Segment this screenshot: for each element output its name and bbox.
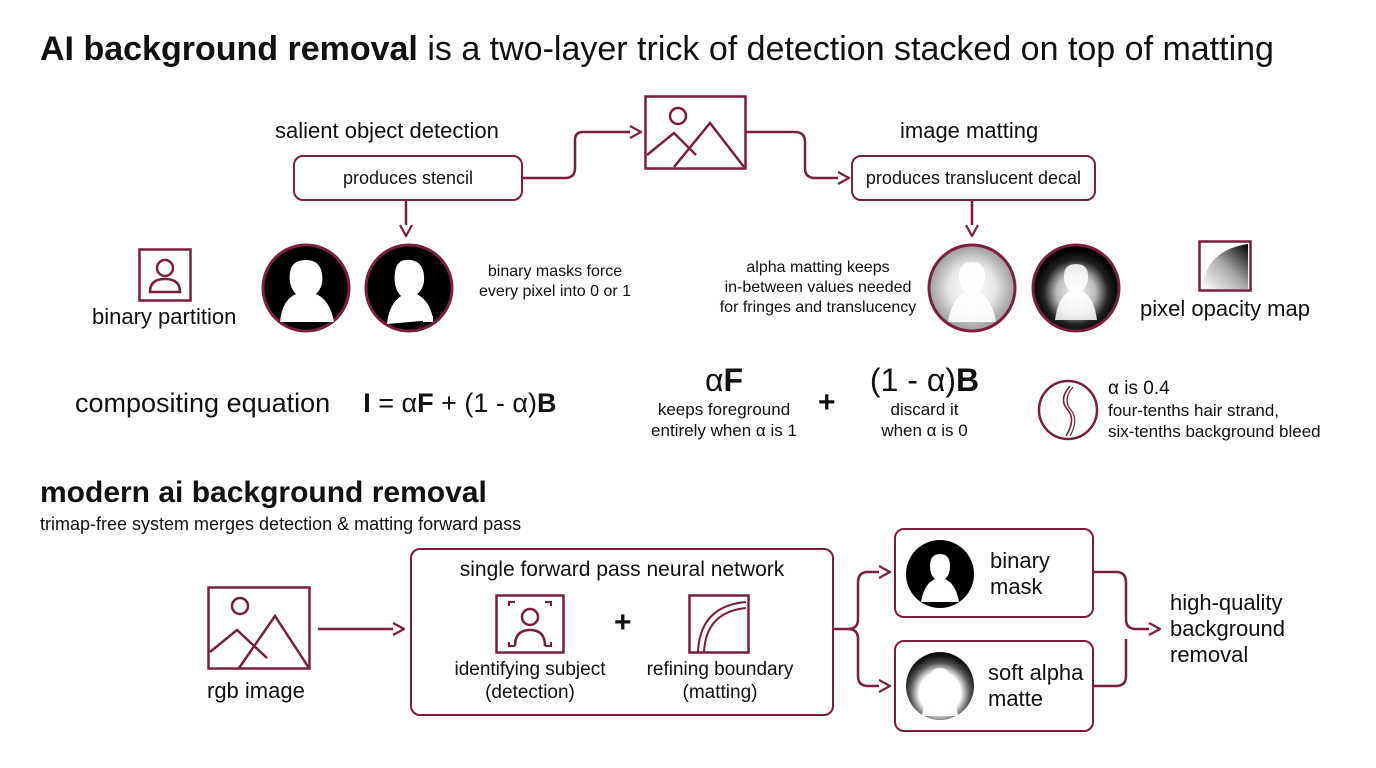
- matting-box: produces translucent decal: [851, 155, 1096, 201]
- rgb-image-icon: [207, 586, 311, 670]
- network-title: single forward pass neural network: [459, 558, 785, 581]
- image-icon: [644, 95, 747, 170]
- matting-box-label: produces translucent decal: [865, 167, 1082, 188]
- alpha-matte-circle-2: [1031, 243, 1121, 333]
- rgb-image-label: rgb image: [207, 678, 305, 703]
- result-label: high-quality background removal: [1170, 590, 1285, 667]
- term-background: (1 - α)B discard it when α is 0: [869, 362, 980, 440]
- opacity-map-icon: [1198, 240, 1252, 292]
- network-box: [410, 548, 834, 716]
- compositing-equation: compositing equation I = αF + (1 - α)B: [75, 388, 557, 418]
- person-frame-icon: [138, 248, 192, 302]
- equation-plus: +: [818, 386, 836, 419]
- binary-mask-thumb: [906, 540, 974, 608]
- hair-note: α is 0.4 four-tenths hair strand, six-te…: [1108, 378, 1321, 441]
- binary-partition-label: binary partition: [92, 304, 237, 329]
- subject-label: identifying subject (detection): [454, 659, 606, 703]
- subject-detection-icon: [495, 594, 565, 654]
- boundary-label: refining boundary (matting): [646, 659, 794, 703]
- binary-mask-output-label: binary mask: [990, 548, 1050, 599]
- modern-subheading: trimap-free system merges detection & ma…: [40, 514, 522, 534]
- detection-box: produces stencil: [293, 155, 523, 201]
- binary-mask-circle-2: [364, 243, 454, 333]
- matting-heading: image matting: [900, 118, 1039, 143]
- soft-alpha-thumb: [906, 652, 974, 720]
- soft-alpha-output-label: soft alpha matte: [988, 660, 1084, 711]
- network-plus: +: [614, 606, 632, 639]
- term-foreground: αF keeps foreground entirely when α is 1: [651, 362, 797, 440]
- opacity-map-label: pixel opacity map: [1140, 296, 1310, 321]
- alpha-note: alpha matting keeps in-between values ne…: [719, 259, 917, 316]
- alpha-matte-circle-1: [927, 243, 1017, 333]
- modern-heading: modern ai background removal: [40, 476, 487, 509]
- page-title: AI background removal is a two-layer tri…: [40, 30, 1274, 68]
- boundary-refine-icon: [688, 594, 750, 654]
- detection-box-label: produces stencil: [342, 167, 474, 188]
- binary-mask-circle-1: [261, 243, 351, 333]
- hair-strand-icon: [1037, 379, 1099, 441]
- detection-heading: salient object detection: [275, 118, 499, 143]
- binary-note: binary masks force every pixel into 0 or…: [478, 263, 632, 300]
